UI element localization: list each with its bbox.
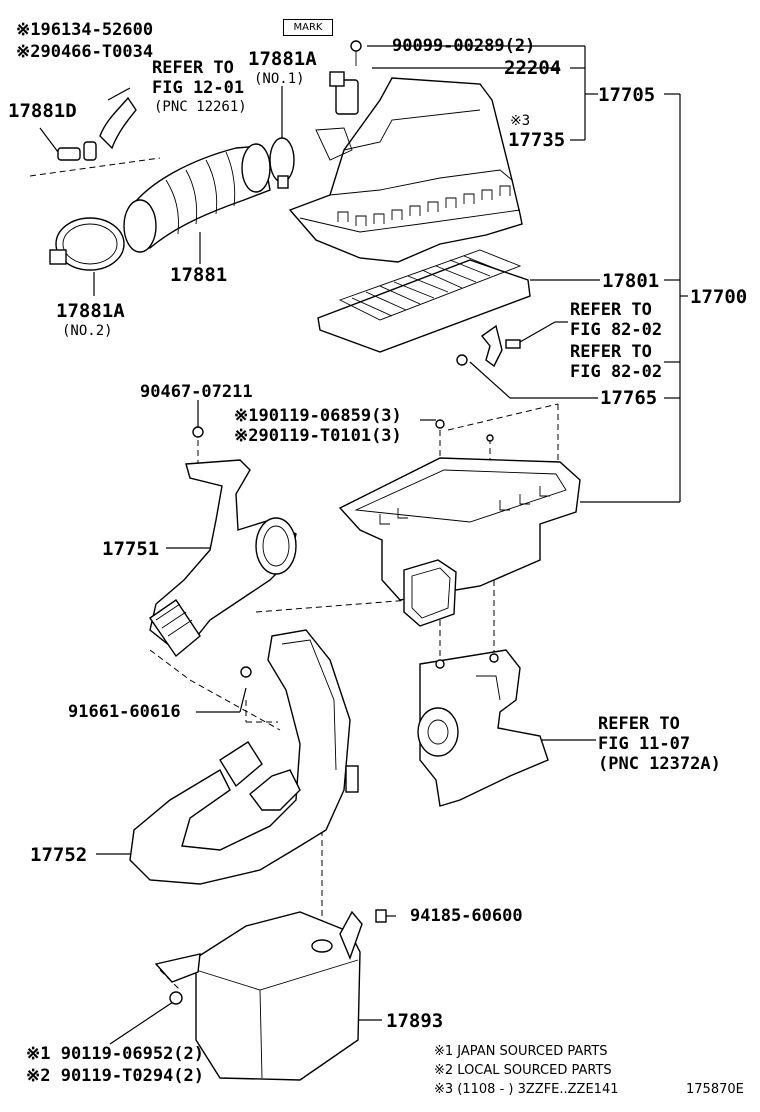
label-17752: 17752 — [30, 844, 88, 866]
label-refer-12-01-a: REFER TO — [152, 58, 234, 78]
label-17881D: 17881D — [8, 100, 77, 122]
label-refer-11-07-a: REFER TO — [598, 714, 680, 734]
small-brackets — [456, 324, 521, 368]
label-90119-1: ※190119-06859(3) — [234, 406, 402, 426]
note-local-sourced: ※2 LOCAL SOURCED PARTS — [434, 1063, 612, 1078]
label-17881A-no1-sub: (NO.1) — [254, 71, 305, 87]
label-refer-12-01-c: (PNC 12261) — [154, 99, 247, 115]
mark-box: MARK — [283, 19, 333, 36]
air-duct-upper — [149, 426, 297, 658]
label-refer-82-02-a1: REFER TO — [570, 300, 652, 320]
label-refer-12-01-b: FIG 12-01 — [152, 78, 245, 98]
air-cleaner-cap — [288, 40, 523, 263]
note-serial-range: ※3 (1108 - ) 3ZZFE..ZZE141 — [434, 1082, 619, 1097]
label-17735: 17735 — [508, 129, 566, 151]
label-refer-82-02-a2: FIG 82-02 — [570, 320, 663, 340]
label-bottom-left-2: ※2 90119-T0294(2) — [26, 1066, 205, 1086]
label-refer-82-02-b1: REFER TO — [570, 342, 652, 362]
label-17881: 17881 — [170, 264, 228, 286]
label-17751: 17751 — [102, 538, 160, 560]
label-17735-mark: ※3 — [510, 113, 531, 129]
label-90119-2: ※290119-T0101(3) — [234, 426, 402, 446]
label-top-left-1: ※196134-52600 — [16, 20, 154, 40]
engine-mount — [417, 649, 549, 807]
label-17881A-no1: 17881A — [248, 48, 317, 70]
label-94185: 94185-60600 — [410, 906, 523, 926]
label-17881A-no2-sub: (NO.2) — [62, 323, 113, 339]
leader-lines — [39, 45, 688, 1045]
intake-hose — [49, 96, 295, 271]
label-90467: 90467-07211 — [140, 382, 253, 402]
label-17765: 17765 — [600, 387, 658, 409]
label-90099: 90099-00289(2) — [392, 36, 536, 56]
air-cleaner-case — [338, 419, 581, 627]
label-17881A-no2: 17881A — [56, 300, 125, 322]
resonator — [154, 909, 387, 1081]
label-17893: 17893 — [386, 1010, 444, 1032]
label-17700: 17700 — [690, 286, 748, 308]
label-top-left-2: ※290466-T0034 — [16, 42, 154, 62]
label-91661: 91661-60616 — [68, 702, 181, 722]
label-bottom-left-1: ※1 90119-06952(2) — [26, 1044, 205, 1064]
figure-id: 175870E — [686, 1082, 744, 1097]
label-refer-11-07-b: FIG 11-07 — [598, 734, 691, 754]
label-17705: 17705 — [598, 84, 656, 106]
label-17801: 17801 — [602, 270, 660, 292]
label-refer-11-07-c: (PNC 12372A) — [598, 754, 721, 774]
air-filter-element — [317, 249, 531, 353]
label-refer-82-02-b2: FIG 82-02 — [570, 362, 663, 382]
note-japan-sourced: ※1 JAPAN SOURCED PARTS — [434, 1044, 608, 1059]
air-duct-lower — [129, 629, 359, 885]
label-22204: 22204 — [504, 57, 562, 79]
